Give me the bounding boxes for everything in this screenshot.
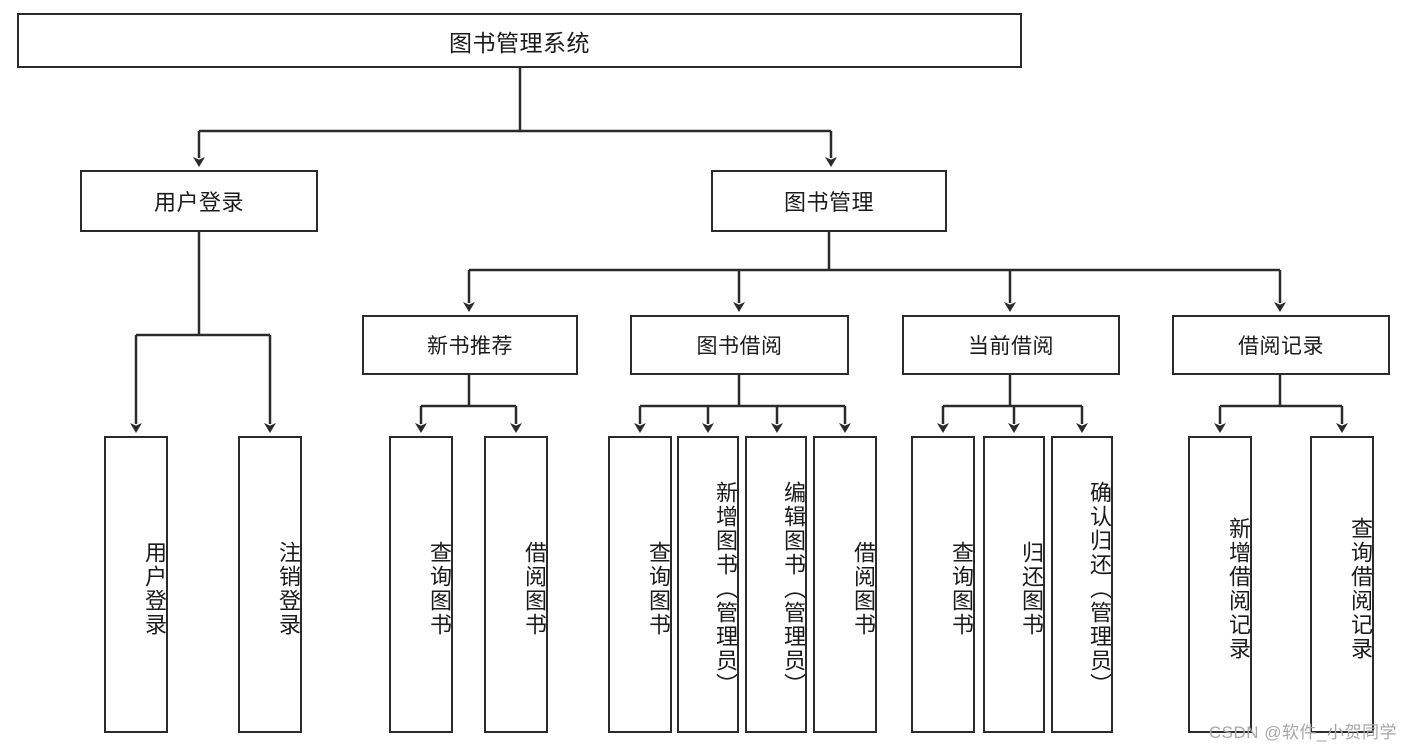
watermark: CSDN @软件_小贺同学 [1208, 723, 1397, 742]
leaf-logout[interactable]: 注销登录 [238, 436, 302, 733]
leaf-edit-book-admin[interactable]: 编辑图书（管理员） [745, 436, 807, 733]
leaf-add-borrow-record[interactable]: 新增借阅记录 [1188, 436, 1252, 733]
leaf-logout-label: 注销登录 [276, 540, 301, 637]
leaf-borrow-books-recommend-label: 借阅图书 [522, 540, 547, 637]
leaf-query-borrow-record[interactable]: 查询借阅记录 [1310, 436, 1374, 733]
leaf-borrow-books-recommend[interactable]: 借阅图书 [484, 436, 548, 733]
leaf-borrow-books-label: 借阅图书 [851, 540, 876, 637]
node-new-book-recommend-label: 新书推荐 [427, 335, 513, 358]
leaf-borrow-books[interactable]: 借阅图书 [813, 436, 877, 733]
node-root[interactable]: 图书管理系统 [17, 13, 1022, 68]
leaf-add-book-admin[interactable]: 新增图书（管理员） [677, 436, 739, 733]
leaf-query-books-recommend-label: 查询图书 [427, 540, 452, 637]
leaf-query-books-recommend[interactable]: 查询图书 [389, 436, 453, 733]
node-user-login-label: 用户登录 [153, 190, 244, 215]
leaf-confirm-return-admin-label: 确认归还（管理员） [1087, 480, 1112, 697]
node-new-book-recommend[interactable]: 新书推荐 [362, 315, 578, 375]
node-borrow-records[interactable]: 借阅记录 [1172, 315, 1390, 375]
node-book-borrow-label: 图书借阅 [696, 335, 783, 358]
leaf-query-books-borrow[interactable]: 查询图书 [608, 436, 672, 733]
node-root-label: 图书管理系统 [449, 29, 590, 56]
leaf-query-borrow-record-label: 查询借阅记录 [1348, 516, 1373, 661]
node-user-login[interactable]: 用户登录 [80, 170, 318, 232]
leaf-return-books[interactable]: 归还图书 [983, 436, 1045, 733]
node-current-borrow[interactable]: 当前借阅 [902, 315, 1120, 375]
leaf-query-books-current-label: 查询图书 [949, 540, 974, 637]
leaf-return-books-label: 归还图书 [1019, 540, 1044, 637]
leaf-edit-book-admin-label: 编辑图书（管理员） [781, 480, 806, 697]
node-borrow-records-label: 借阅记录 [1238, 335, 1324, 358]
leaf-confirm-return-admin[interactable]: 确认归还（管理员） [1051, 436, 1113, 733]
node-book-borrow[interactable]: 图书借阅 [630, 315, 849, 375]
leaf-query-books-borrow-label: 查询图书 [646, 540, 671, 637]
node-book-management-label: 图书管理 [783, 190, 874, 215]
leaf-add-book-admin-label: 新增图书（管理员） [713, 480, 738, 697]
node-current-borrow-label: 当前借阅 [968, 335, 1054, 358]
leaf-user-login-label: 用户登录 [142, 540, 167, 637]
leaf-user-login[interactable]: 用户登录 [104, 436, 168, 733]
leaf-query-books-current[interactable]: 查询图书 [911, 436, 975, 733]
leaf-add-borrow-record-label: 新增借阅记录 [1226, 516, 1251, 661]
node-book-management[interactable]: 图书管理 [711, 170, 947, 232]
